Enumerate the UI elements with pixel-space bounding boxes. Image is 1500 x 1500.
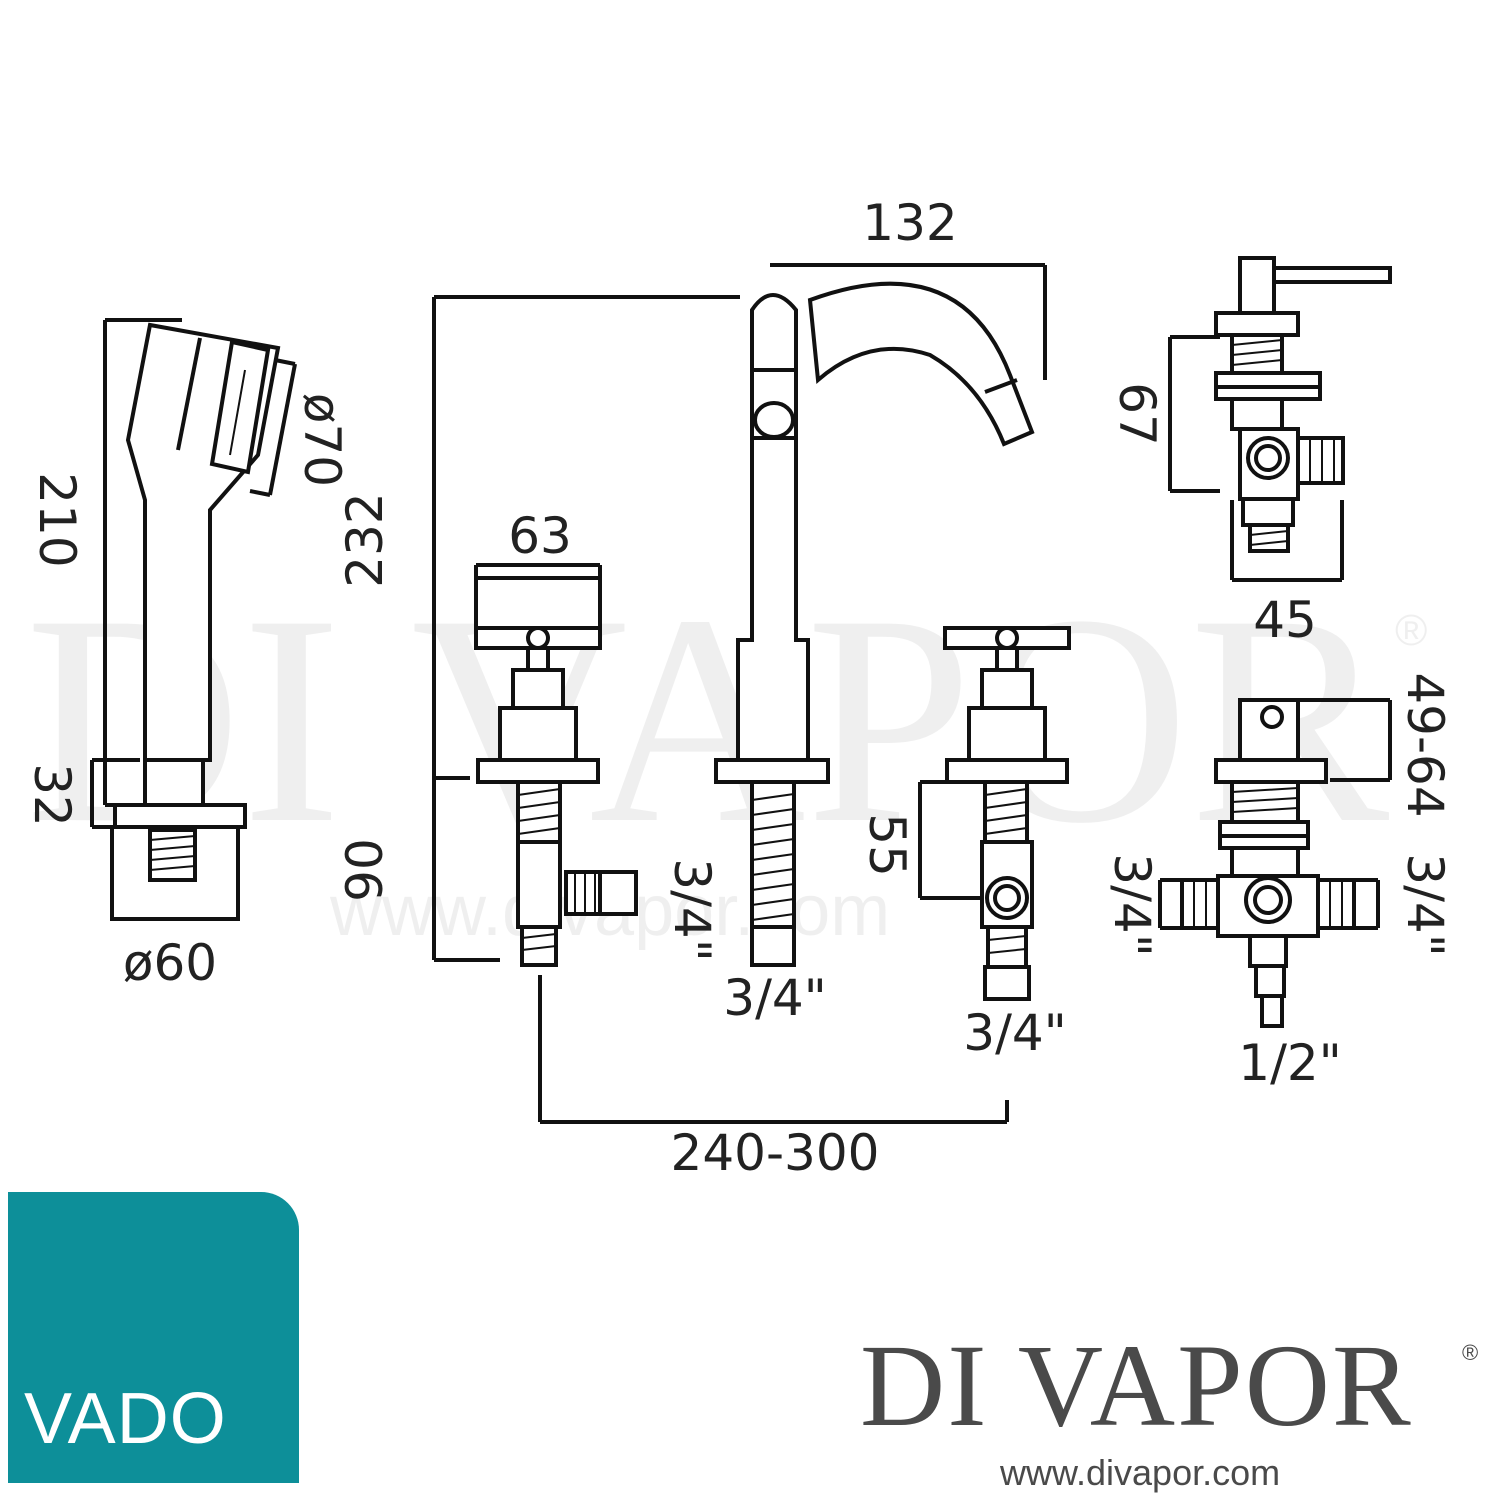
dim-holder-base-dia: ø60 bbox=[123, 934, 217, 992]
dim-centres: 240-300 bbox=[671, 1124, 880, 1182]
dim-handshower-length: 210 bbox=[28, 472, 86, 567]
dim-diverter-body-range: 49-64 bbox=[1396, 672, 1454, 817]
dim-handle-width: 63 bbox=[508, 507, 572, 565]
diverter-top-drawing bbox=[1168, 256, 1392, 582]
divapor-brand-name: DI VAPOR bbox=[860, 1320, 1413, 1451]
dim-diverter-width: 45 bbox=[1253, 591, 1317, 649]
dim-diverter-port-bottom: 1/2" bbox=[1238, 1034, 1341, 1092]
vado-logo: VADO bbox=[8, 1192, 299, 1483]
dim-handshower-head-dia: ø70 bbox=[293, 393, 351, 487]
divapor-registered-mark: ® bbox=[1462, 1340, 1479, 1365]
dim-diverter-port-left: 3/4" bbox=[1103, 853, 1161, 956]
spout-drawing bbox=[432, 263, 1047, 967]
diverter-bottom-drawing bbox=[1158, 698, 1392, 1028]
shower-holder-drawing bbox=[90, 758, 247, 921]
vado-logo-text: VADO bbox=[24, 1379, 227, 1459]
right-valve-drawing bbox=[918, 626, 1071, 1001]
dim-spout-tail: 3/4" bbox=[723, 969, 826, 1027]
dim-diverter-height: 67 bbox=[1108, 382, 1166, 446]
dim-diverter-port-right: 3/4" bbox=[1396, 853, 1454, 956]
dim-holder-height: 32 bbox=[23, 763, 81, 827]
watermark-text: DI VAPOR bbox=[25, 553, 1391, 885]
dim-spout-height: 232 bbox=[336, 492, 394, 587]
dim-spout-reach: 132 bbox=[862, 194, 957, 252]
dim-valve-outlet: 3/4" bbox=[663, 858, 721, 961]
left-valve-drawing bbox=[474, 563, 1009, 1124]
dim-right-valve-tail: 3/4" bbox=[963, 1004, 1066, 1062]
dim-tail-length: 90 bbox=[336, 838, 394, 902]
watermark-reg-mark: ® bbox=[1395, 606, 1427, 655]
dim-right-valve-offset: 55 bbox=[858, 813, 916, 877]
divapor-url: www.divapor.com bbox=[1000, 1452, 1281, 1493]
hand-shower-drawing bbox=[103, 318, 297, 807]
